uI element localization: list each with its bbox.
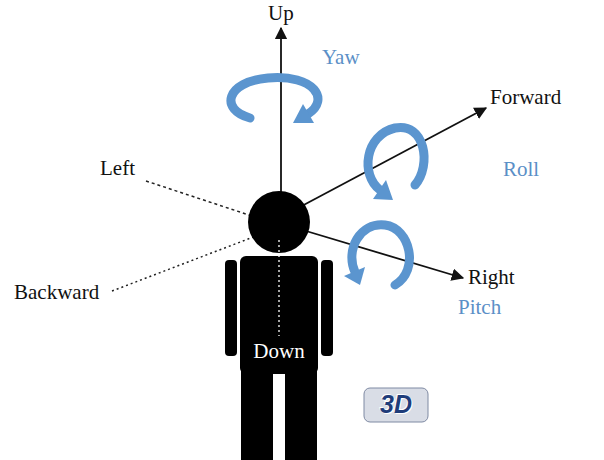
down-axis xyxy=(278,240,279,336)
axis-label: Down xyxy=(253,340,304,363)
forward-axis xyxy=(298,108,486,208)
up-axis xyxy=(280,28,282,200)
logo-badge xyxy=(364,388,428,422)
rotation-label: Yaw xyxy=(322,46,360,69)
axis-label: Right xyxy=(468,266,515,289)
logo-text: 3D xyxy=(380,391,412,419)
axis-label: Forward xyxy=(490,86,561,109)
rotation-label: Pitch xyxy=(458,296,501,319)
left-axis xyxy=(146,181,252,216)
axis-label: Backward xyxy=(14,281,99,304)
axis-label: Left xyxy=(100,157,135,180)
stick-figure xyxy=(225,191,333,460)
axis-label: Up xyxy=(268,2,294,25)
rotation-label: Roll xyxy=(503,158,539,181)
rotation-arrows xyxy=(231,78,424,285)
